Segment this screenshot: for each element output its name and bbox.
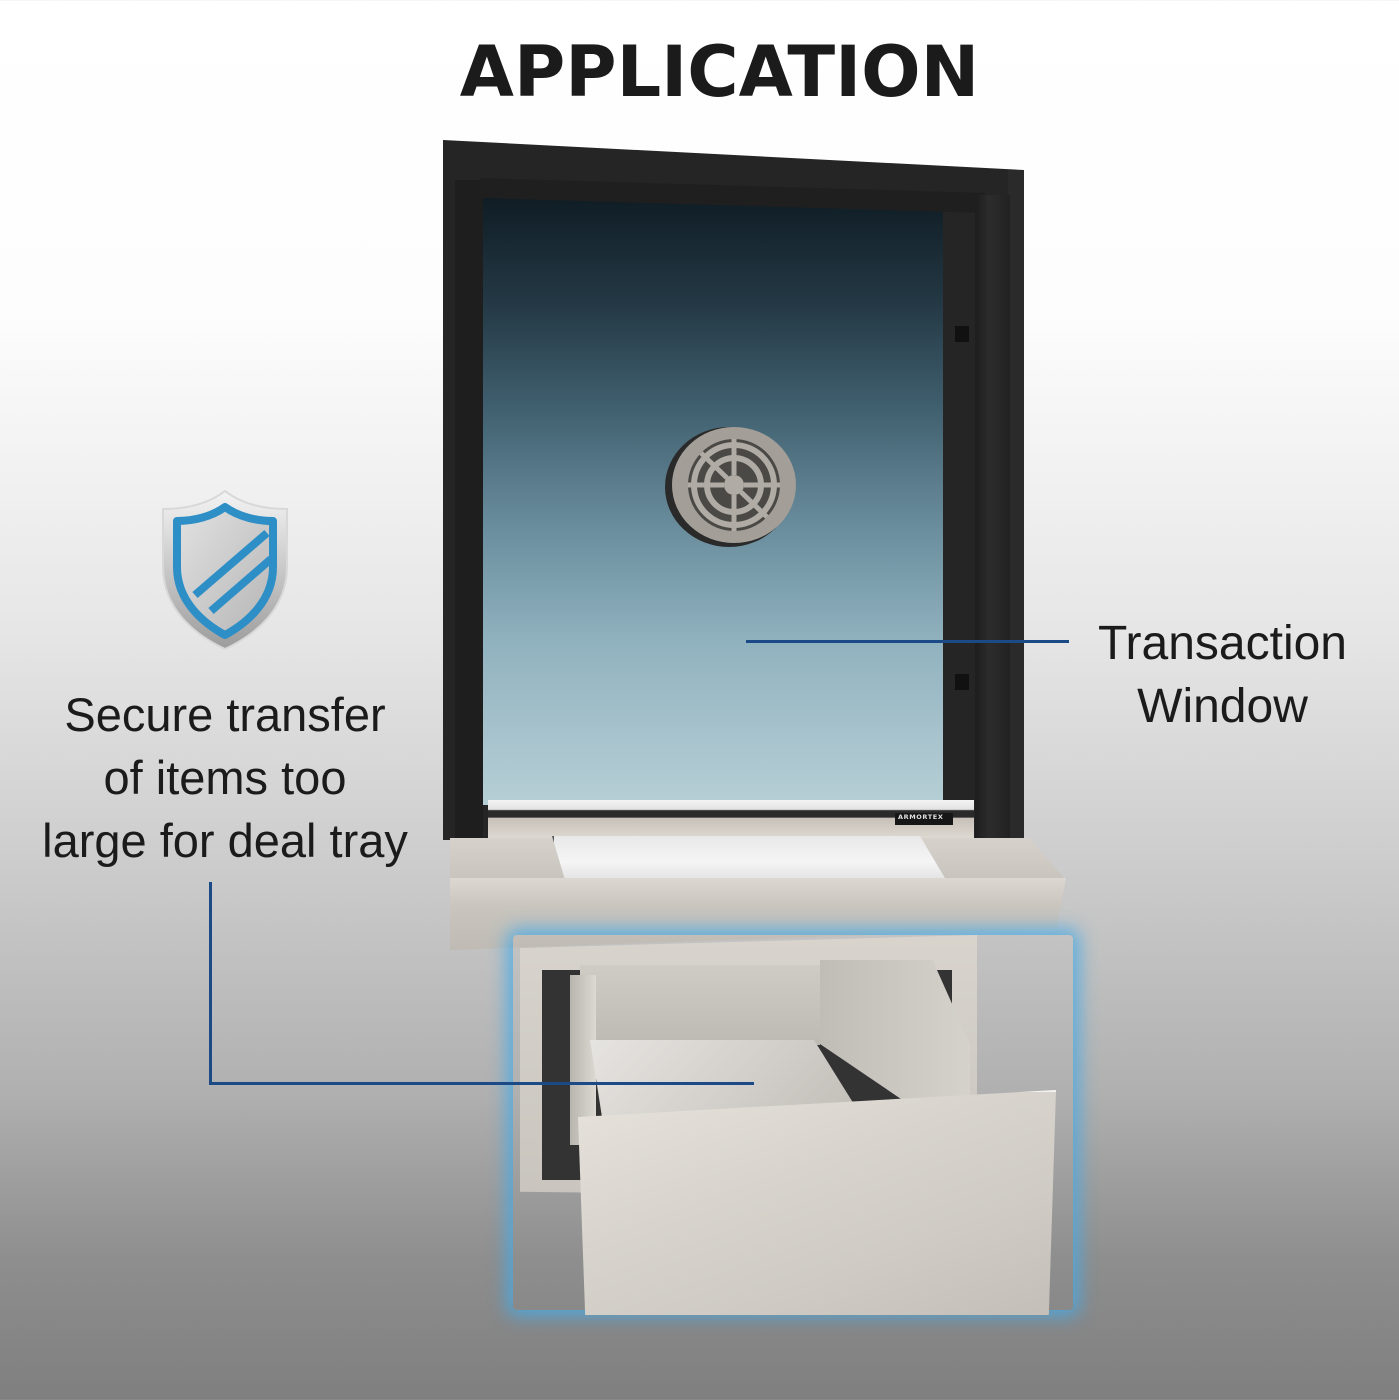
callout-label-line: Secure transfer [64, 688, 386, 741]
hinge-top [955, 326, 969, 342]
window-frame-right-edge [1008, 170, 1024, 840]
callout-label-line: Transaction [1098, 617, 1347, 670]
callout-label-line: Window [1137, 680, 1308, 733]
speak-through-grille-icon [665, 427, 796, 547]
shield-icon [162, 489, 288, 651]
window-frame-left-jamb [455, 180, 483, 840]
window-sill [488, 800, 974, 838]
callout-line-drawer-vertical [209, 882, 212, 1085]
callout-line-window [746, 640, 1069, 643]
callout-label-secure-transfer: Secure transfer of items too large for d… [10, 683, 440, 872]
page-title: APPLICATION [459, 31, 980, 113]
drawer-front-panel [578, 1090, 1056, 1315]
callout-label-line: large for deal tray [42, 814, 408, 867]
callout-label-transaction-window: Transaction Window [1075, 612, 1370, 738]
brand-badge: ARMORTEX [895, 813, 953, 825]
drawer-back-wall [580, 965, 820, 1045]
window-frame-right-jamb [975, 195, 1010, 840]
callout-label-line: of items too [103, 751, 347, 804]
hinge-bottom [955, 674, 969, 690]
callout-line-drawer-horizontal [209, 1082, 754, 1085]
